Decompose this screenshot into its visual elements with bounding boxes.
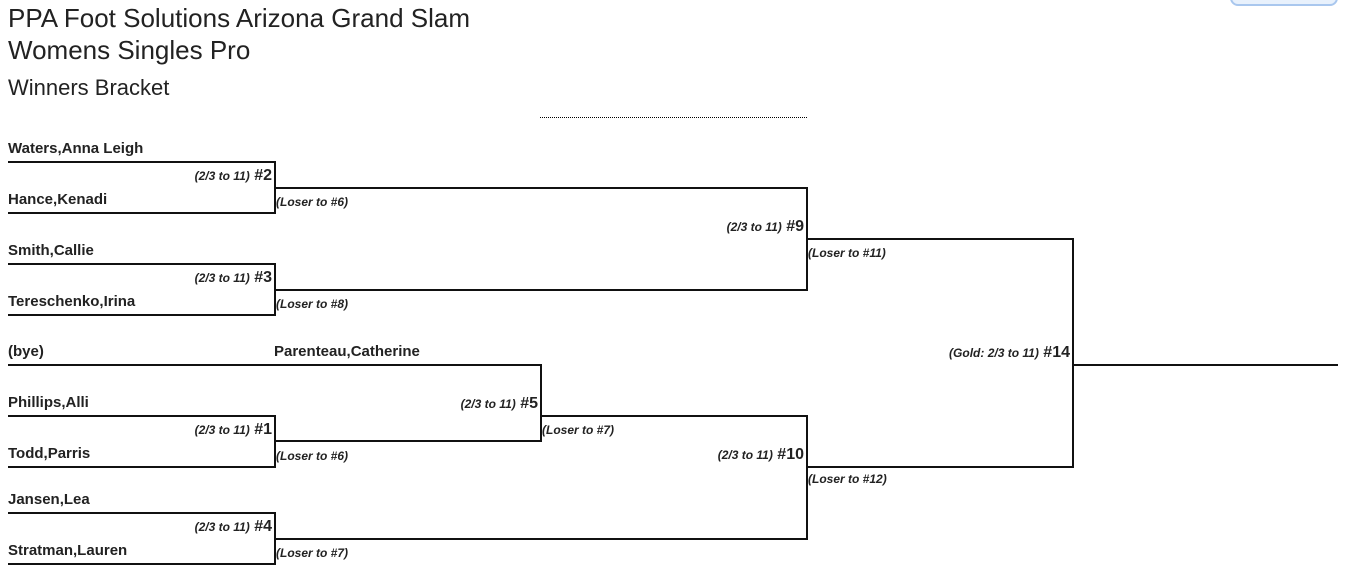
bracket-subtitle: Winners Bracket	[8, 75, 170, 100]
game-label-9: (2/3 to 11) #9	[727, 218, 804, 236]
winner-line-game-5	[540, 415, 808, 417]
player-stratman[interactable]: Stratman,Lauren	[8, 542, 128, 559]
player-line-hance	[8, 212, 276, 214]
game-note-3: (2/3 to 11)	[194, 271, 250, 285]
game-label-4: (2/3 to 11) #4	[195, 518, 272, 536]
loser-note-10: (Loser to #12)	[808, 472, 887, 486]
connector-game-5	[540, 364, 542, 442]
connector-game-10	[806, 415, 808, 540]
game-label-2: (2/3 to 11) #2	[195, 167, 272, 185]
loser-note-3: (Loser to #8)	[276, 297, 349, 311]
title-division: Womens Singles Pro	[8, 35, 251, 65]
player-smith[interactable]: Smith,Callie	[8, 242, 94, 259]
winner-line-game-10	[806, 466, 1074, 468]
loser-note-2: (Loser to #6)	[276, 195, 349, 209]
player-line-smith	[8, 263, 276, 265]
winner-line-game-1	[274, 440, 542, 442]
dotted-separator	[540, 117, 807, 118]
connector-game-14	[1072, 238, 1074, 468]
game-note-5: (2/3 to 11)	[460, 397, 516, 411]
player-hance[interactable]: Hance,Kenadi	[8, 191, 108, 208]
game-note-2: (2/3 to 11)	[194, 169, 250, 183]
game-label-14: (Gold: 2/3 to 11) #14	[949, 344, 1070, 362]
player-line-bye	[8, 364, 542, 366]
game-number-1: #1	[254, 421, 272, 438]
player-line-jansen	[8, 512, 276, 514]
game-number-9: #9	[786, 218, 804, 235]
player-line-todd	[8, 466, 276, 468]
page-title: PPA Foot Solutions Arizona Grand Slam Wo…	[8, 2, 470, 66]
loser-note-5: (Loser to #7)	[542, 423, 615, 437]
winner-line-game-9	[806, 238, 1074, 240]
game-number-14: #14	[1043, 344, 1070, 361]
player-jansen[interactable]: Jansen,Lea	[8, 491, 90, 508]
player-line-waters	[8, 161, 276, 163]
player-phillips[interactable]: Phillips,Alli	[8, 394, 89, 411]
loser-note-9: (Loser to #11)	[808, 246, 886, 260]
game-note-10: (2/3 to 11)	[717, 448, 773, 462]
game-number-5: #5	[520, 395, 538, 412]
player-line-tereschenko	[8, 314, 276, 316]
champion-line	[1072, 364, 1338, 366]
player-line-phillips	[8, 415, 276, 417]
corner-button[interactable]	[1230, 0, 1338, 6]
game-number-4: #4	[254, 518, 272, 535]
game-label-5: (2/3 to 11) #5	[461, 395, 538, 413]
game-number-3: #3	[254, 269, 272, 286]
game-note-9: (2/3 to 11)	[726, 220, 782, 234]
player-parenteau[interactable]: Parenteau,Catherine	[274, 343, 420, 360]
game-number-2: #2	[254, 167, 272, 184]
winner-line-game-3	[274, 289, 808, 291]
game-label-1: (2/3 to 11) #1	[195, 421, 272, 439]
game-number-10: #10	[777, 446, 804, 463]
game-note-14: (Gold: 2/3 to 11)	[949, 346, 1039, 360]
player-bye: (bye)	[8, 343, 44, 360]
game-note-1: (2/3 to 11)	[194, 423, 250, 437]
title-event: PPA Foot Solutions Arizona Grand Slam	[8, 3, 470, 33]
game-label-3: (2/3 to 11) #3	[195, 269, 272, 287]
loser-note-1: (Loser to #6)	[276, 449, 349, 463]
winner-line-game-4	[274, 538, 808, 540]
game-note-4: (2/3 to 11)	[194, 520, 250, 534]
player-tereschenko[interactable]: Tereschenko,Irina	[8, 293, 136, 310]
loser-note-4: (Loser to #7)	[276, 546, 349, 560]
game-label-10: (2/3 to 11) #10	[718, 446, 804, 464]
player-line-stratman	[8, 563, 276, 565]
winner-line-game-2	[274, 187, 808, 189]
player-waters[interactable]: Waters,Anna Leigh	[8, 140, 144, 157]
player-todd[interactable]: Todd,Parris	[8, 445, 91, 462]
